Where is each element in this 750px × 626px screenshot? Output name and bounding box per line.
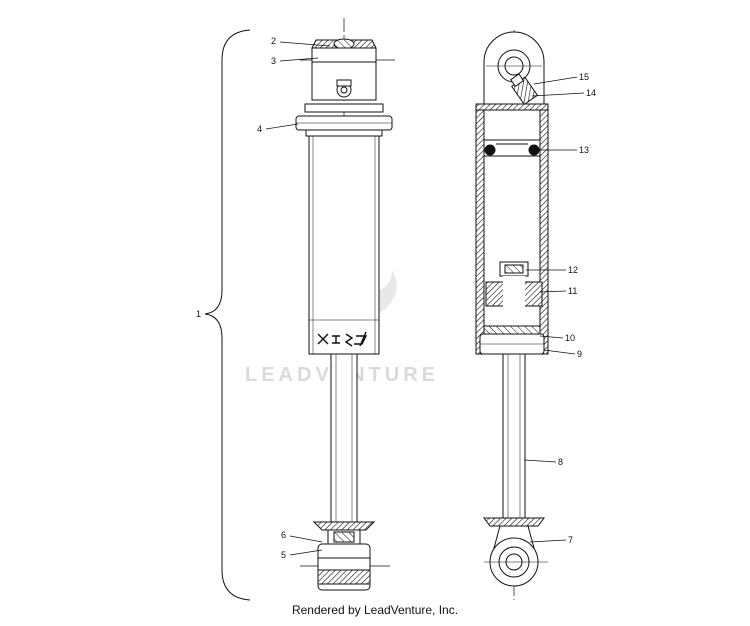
callout-2: 2 bbox=[271, 36, 276, 46]
callout-11: 11 bbox=[568, 286, 577, 296]
leader-lines bbox=[265, 41, 585, 556]
fox-logo-icon bbox=[317, 331, 368, 347]
callout-13: 13 bbox=[579, 145, 589, 155]
shock-exterior-view bbox=[295, 18, 395, 591]
callout-12: 12 bbox=[568, 265, 578, 275]
callout-5: 5 bbox=[281, 550, 286, 560]
callout-7: 7 bbox=[568, 535, 573, 545]
callout-15: 15 bbox=[579, 72, 589, 82]
footer-credit: Rendered by LeadVenture, Inc. bbox=[291, 603, 459, 617]
callout-6: 6 bbox=[281, 530, 286, 540]
callout-14: 14 bbox=[586, 88, 596, 98]
shock-cutaway-view bbox=[475, 30, 549, 600]
callout-labels: 1 2 3 4 5 6 7 8 9 10 11 12 13 14 15 bbox=[196, 36, 596, 560]
callout-9: 9 bbox=[577, 349, 582, 359]
callout-10: 10 bbox=[565, 333, 575, 343]
callout-1: 1 bbox=[196, 309, 201, 319]
callout-3: 3 bbox=[271, 56, 276, 66]
callout-8: 8 bbox=[558, 457, 563, 467]
callout-4: 4 bbox=[257, 124, 262, 134]
assembly-brace bbox=[204, 29, 251, 601]
